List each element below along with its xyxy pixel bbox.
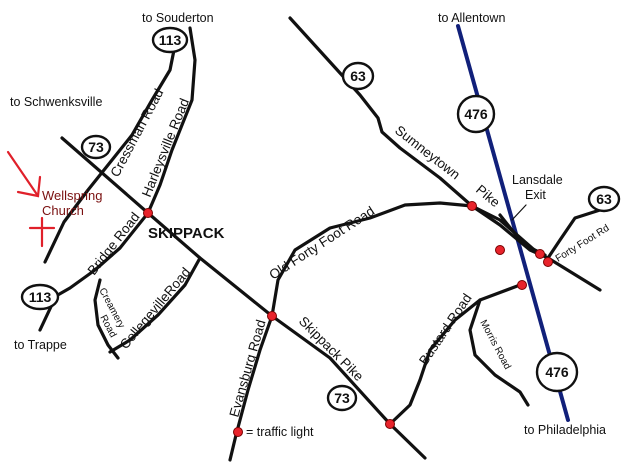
legend-traffic-light-label: = traffic light (246, 425, 314, 439)
svg-text:63: 63 (350, 68, 366, 84)
church-pointer-arrow (6, 150, 42, 198)
evansburg-road-label: Evansburg Road (226, 318, 268, 419)
skippack-town-label: SKIPPACK (148, 225, 225, 242)
skippack-pike-label: Skippack Pike (296, 314, 367, 385)
route-63-shield-east: 63 (587, 185, 621, 213)
church-name-line2: Church (42, 203, 84, 218)
collegeville-road-label: CollegevilleRoad (117, 265, 194, 352)
route-63-shield-north: 63 (341, 61, 375, 91)
lansdale-exit-label-2: Exit (525, 188, 546, 202)
lansdale-exit-ramp (498, 213, 547, 257)
svg-text:476: 476 (464, 106, 488, 122)
traffic-light-marker (543, 257, 553, 267)
legend-traffic-light-icon (233, 427, 243, 437)
traffic-light-marker (385, 419, 395, 429)
traffic-light-marker (467, 201, 477, 211)
lansdale-exit-pointer (511, 204, 527, 221)
sumneytown-label: Sumneytown (392, 123, 463, 183)
i476-shield-south: 476 (535, 351, 579, 393)
traffic-light-marker (267, 311, 277, 321)
church-name-line1: Wellspring (42, 188, 102, 203)
traffic-light-marker (535, 249, 545, 259)
bridge-road-label: Bridge Road (85, 209, 143, 277)
svg-text:113: 113 (159, 32, 182, 48)
forty-foot-rd-east (546, 208, 602, 260)
svg-text:63: 63 (596, 191, 612, 207)
svg-text:73: 73 (88, 139, 104, 155)
traffic-light-marker (495, 245, 505, 255)
bridge-road-line (54, 211, 150, 298)
pike-label: Pike (473, 182, 503, 210)
forty-foot-rd-label: Forty Foot Rd (554, 223, 612, 265)
church-cross-icon (28, 216, 56, 248)
i476-shield-north: 476 (456, 94, 496, 134)
old-forty-foot-road-line (270, 201, 542, 318)
svg-text:113: 113 (29, 289, 52, 305)
collegeville-road-line (108, 256, 202, 354)
route-113-shield-west: 113 (20, 283, 60, 311)
creamery-road-line (93, 278, 120, 360)
bustard-road-label: Bustard Road (416, 291, 475, 368)
cressman-road-line (43, 28, 180, 264)
to-schwenksville-label: to Schwenksville (10, 95, 102, 109)
evansburg-road-line (228, 314, 274, 462)
old-forty-foot-road-label: Old Forty Foot Road (266, 203, 377, 282)
lansdale-exit-label-1: Lansdale (512, 173, 563, 187)
morris-road-line (468, 298, 530, 407)
route-73-shield-west: 73 (80, 134, 112, 160)
route-73-shield-south: 73 (326, 384, 358, 412)
to-trappe-label: to Trappe (14, 338, 67, 352)
svg-text:476: 476 (545, 364, 569, 380)
to-souderton-label: to Souderton (142, 11, 214, 25)
route-113-north-road (146, 26, 197, 215)
traffic-light-marker (143, 208, 153, 218)
route-113-shield-north: 113 (151, 26, 189, 54)
to-philadelphia-label: to Philadelphia (524, 423, 606, 437)
svg-text:73: 73 (334, 390, 350, 406)
to-allentown-label: to Allentown (438, 11, 505, 25)
traffic-light-marker (517, 280, 527, 290)
